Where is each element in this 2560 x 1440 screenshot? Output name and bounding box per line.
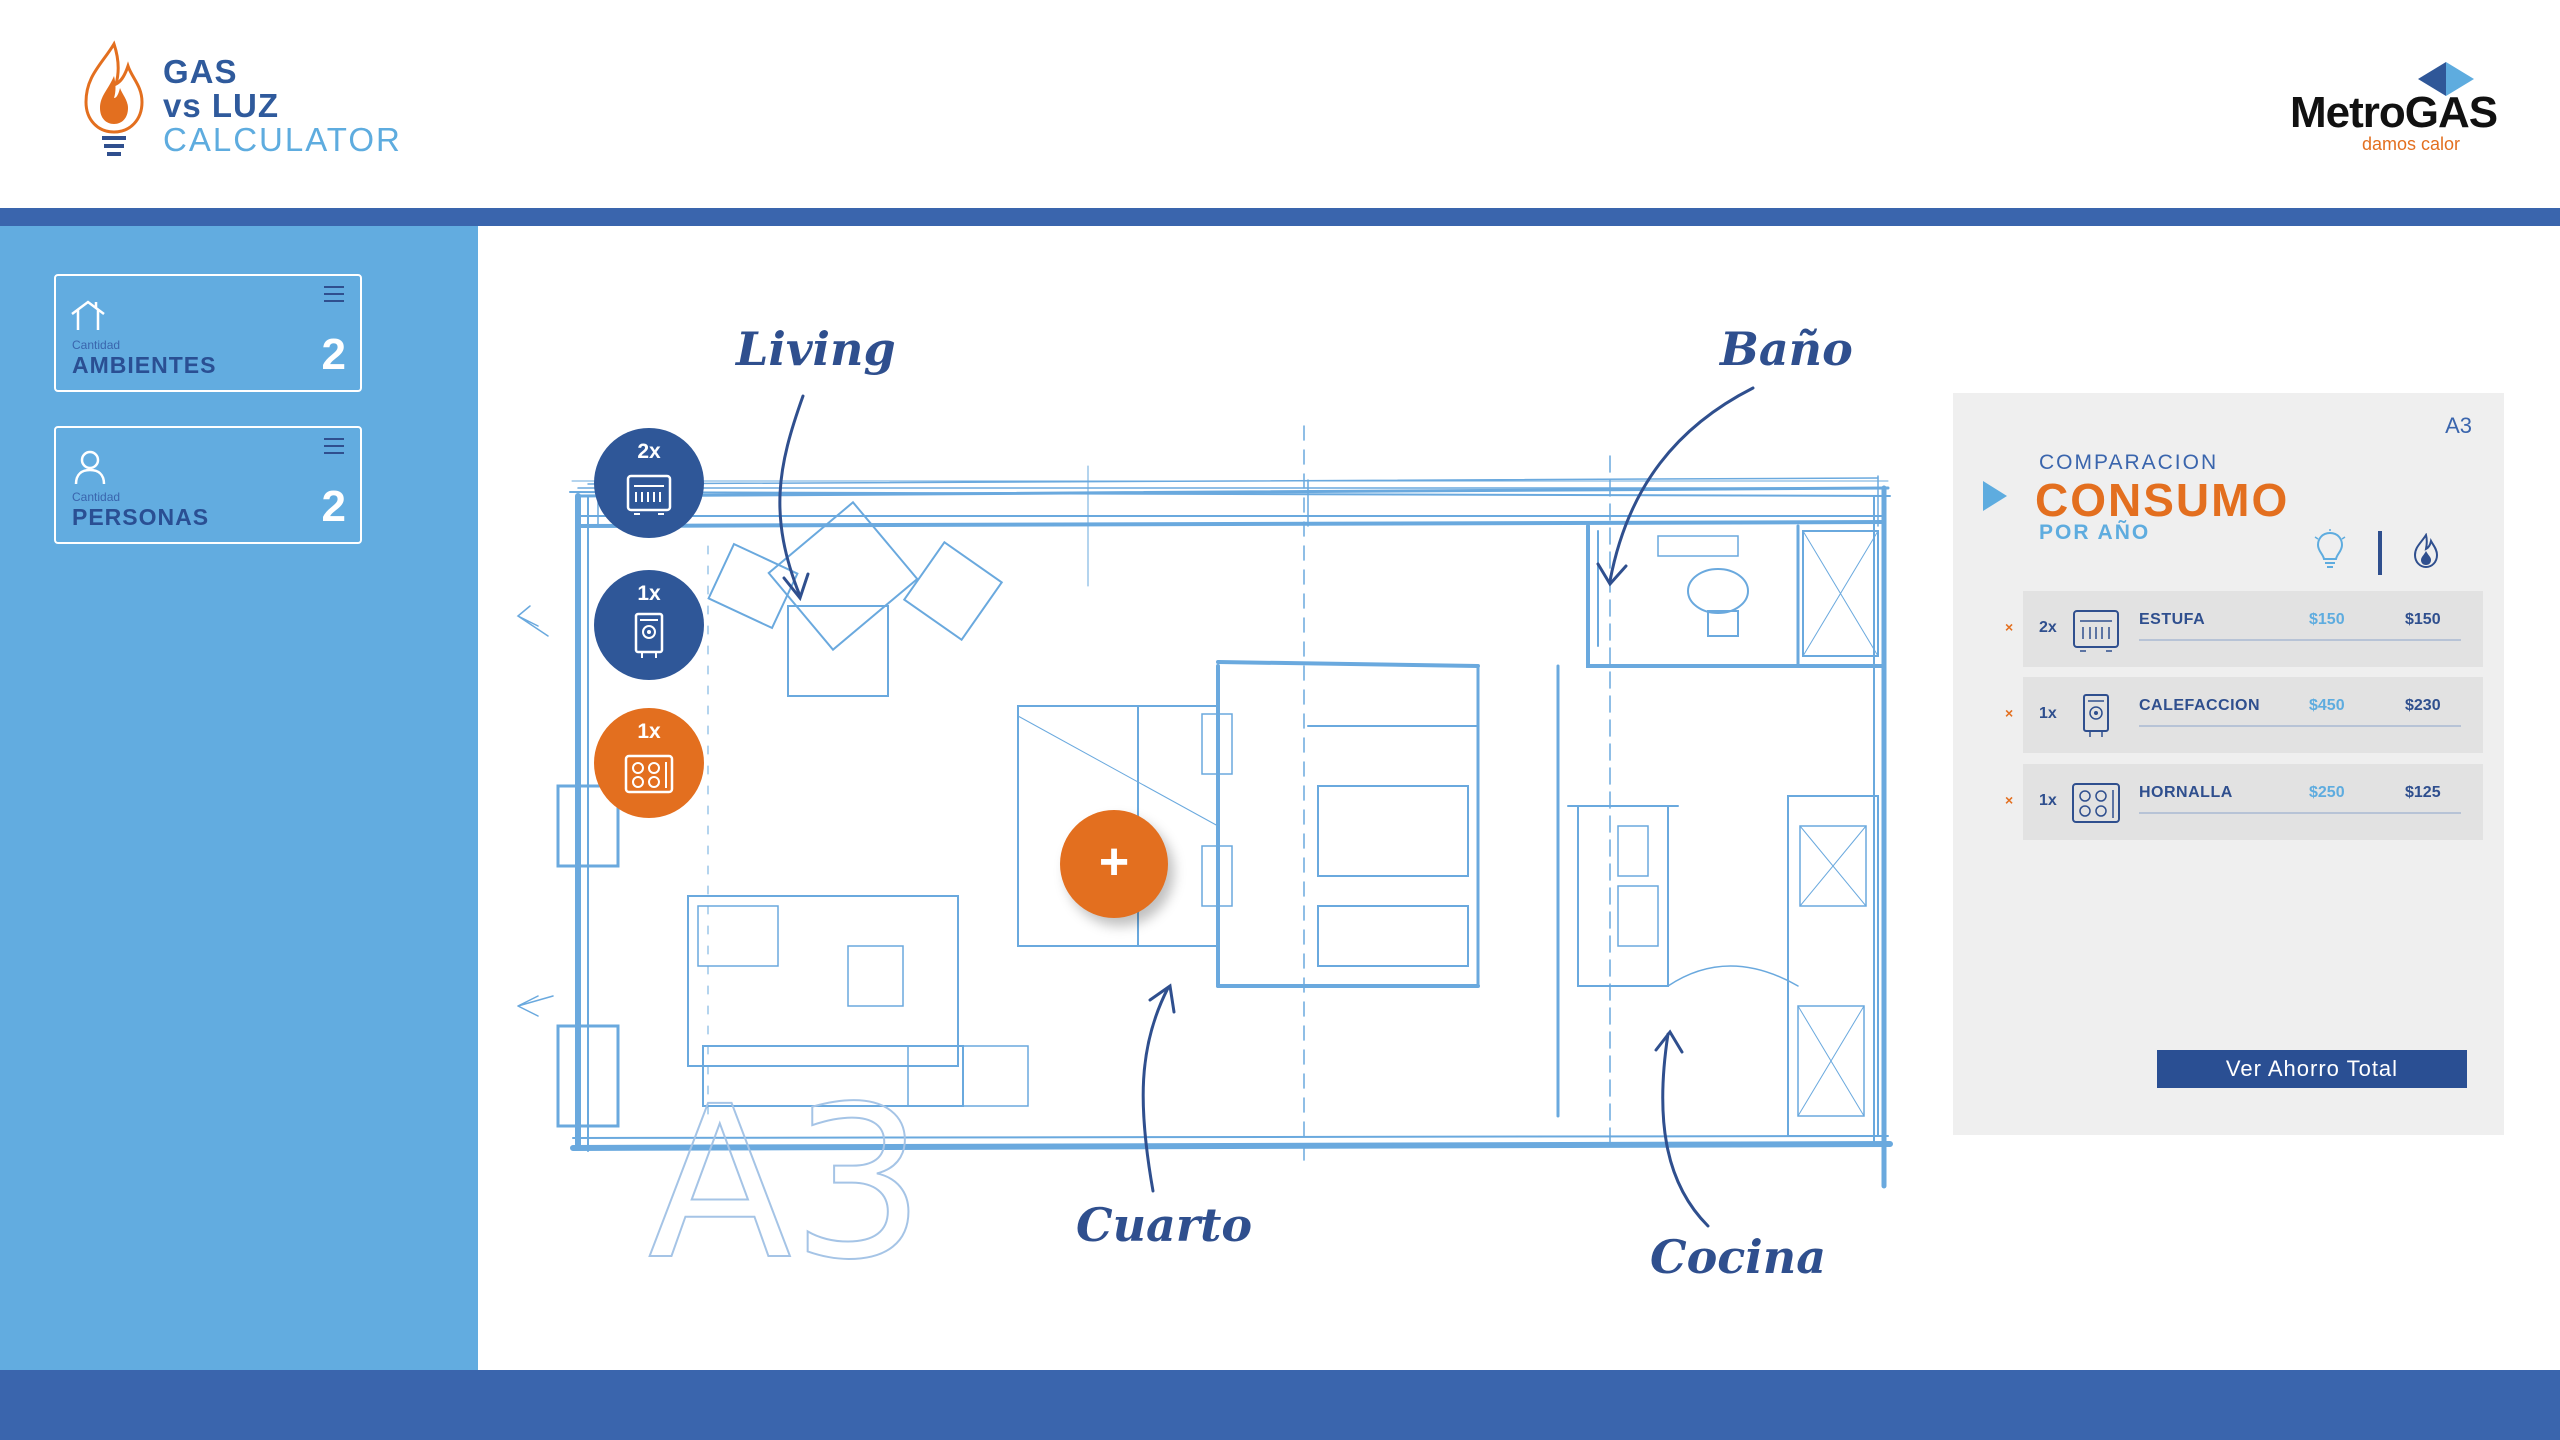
gas-flame-icon[interactable] [2411,533,2441,569]
stove-burner-icon [2072,783,2120,823]
apartment-code: A3 [2445,413,2472,438]
menu-icon[interactable] [322,284,346,304]
row-appliance-name: ESTUFA [2139,611,2206,628]
remove-row-icon[interactable]: × [2005,792,2014,808]
row-price-electric: $150 [2309,611,2345,628]
row-price-gas: $150 [2405,611,2441,628]
menu-icon[interactable] [322,436,346,456]
row-qty: 1x [2039,792,2057,809]
person-icon [74,450,106,485]
room-label-bano: Baño [1720,322,1853,376]
flame-bulb-logo-icon [84,40,144,156]
appliance-qty: 1x [637,720,661,743]
floor-plan-sketch: A3 [516,386,1893,1307]
room-label-living: Living [736,322,896,376]
row-appliance-name: CALEFACCION [2139,697,2261,714]
personas-card[interactable]: Cantidad PERSONAS 2 [54,426,362,544]
ambientes-value: 2 [321,330,346,379]
app-header: GAS vs LUZ CALCULATOR MetroGAS damos cal… [0,0,2560,208]
consumption-panel: A3 COMPARACION CONSUMO POR AÑO × 2x ESTU… [1953,393,2504,1135]
header-divider [0,208,2560,226]
logo-line-gas: GAS [163,53,238,90]
add-appliance-button[interactable]: + [1060,810,1168,918]
ambientes-card[interactable]: Cantidad AMBIENTES 2 [54,274,362,392]
consumption-row[interactable]: 1x HORNALLA $250 $125 [2023,764,2483,840]
row-underline [2139,812,2461,814]
appliance-bubble-stove[interactable]: 1x [594,708,704,818]
app-logo-text: GAS vs LUZ CALCULATOR [163,55,402,157]
room-label-cocina: Cocina [1650,1230,1827,1284]
personas-value: 2 [321,482,346,531]
lightbulb-icon[interactable] [2313,529,2347,569]
stove-burner-icon [624,754,674,794]
diamond-icon [2418,62,2474,96]
row-qty: 1x [2039,705,2057,722]
sidebar: Cantidad AMBIENTES 2 Cantidad PERSONAS 2 [0,226,478,1370]
logo-line-vs-luz: vs LUZ [163,87,280,124]
panel-subtitle: COMPARACION [2039,451,2219,474]
boiler-icon [2083,694,2109,737]
row-underline [2139,725,2461,727]
divider [2378,531,2382,575]
row-appliance-name: HORNALLA [2139,784,2233,801]
play-icon[interactable] [1983,481,2007,511]
brand-name: MetroGAS [2290,88,2498,137]
appliance-qty: 1x [637,582,661,605]
remove-row-icon[interactable]: × [2005,705,2014,721]
ambientes-caption: Cantidad [72,338,121,352]
appliance-qty: 2x [637,440,661,463]
consumption-row[interactable]: 1x CALEFACCION $450 $230 [2023,677,2483,753]
consumption-row[interactable]: 2x ESTUFA $150 $150 [2023,591,2483,667]
room-label-cuarto: Cuarto [1076,1198,1253,1252]
footer-bar [0,1370,2560,1440]
panel-title: CONSUMO [2035,474,2290,526]
brand-tagline: damos calor [2362,134,2461,154]
metrogas-logo: MetroGAS damos calor [2290,62,2500,162]
panel-period: POR AÑO [2039,521,2151,544]
ver-ahorro-total-button[interactable]: Ver Ahorro Total [2157,1050,2467,1088]
appliance-bubble-heater[interactable]: 2x [594,428,704,538]
appliance-bubble-boiler[interactable]: 1x [594,570,704,680]
remove-row-icon[interactable]: × [2005,619,2014,635]
house-icon [71,300,105,330]
row-underline [2139,639,2461,641]
row-price-electric: $450 [2309,697,2345,714]
personas-label: PERSONAS [72,504,210,530]
boiler-icon [634,612,664,658]
svg-text:A3: A3 [648,1061,925,1306]
heater-icon [626,474,672,515]
row-price-gas: $230 [2405,697,2441,714]
row-price-electric: $250 [2309,784,2345,801]
ambientes-label: AMBIENTES [72,352,217,378]
row-qty: 2x [2039,619,2057,636]
logo-line-calculator: CALCULATOR [163,121,402,158]
row-price-gas: $125 [2405,784,2441,801]
personas-caption: Cantidad [72,490,121,504]
heater-icon [2073,610,2119,652]
